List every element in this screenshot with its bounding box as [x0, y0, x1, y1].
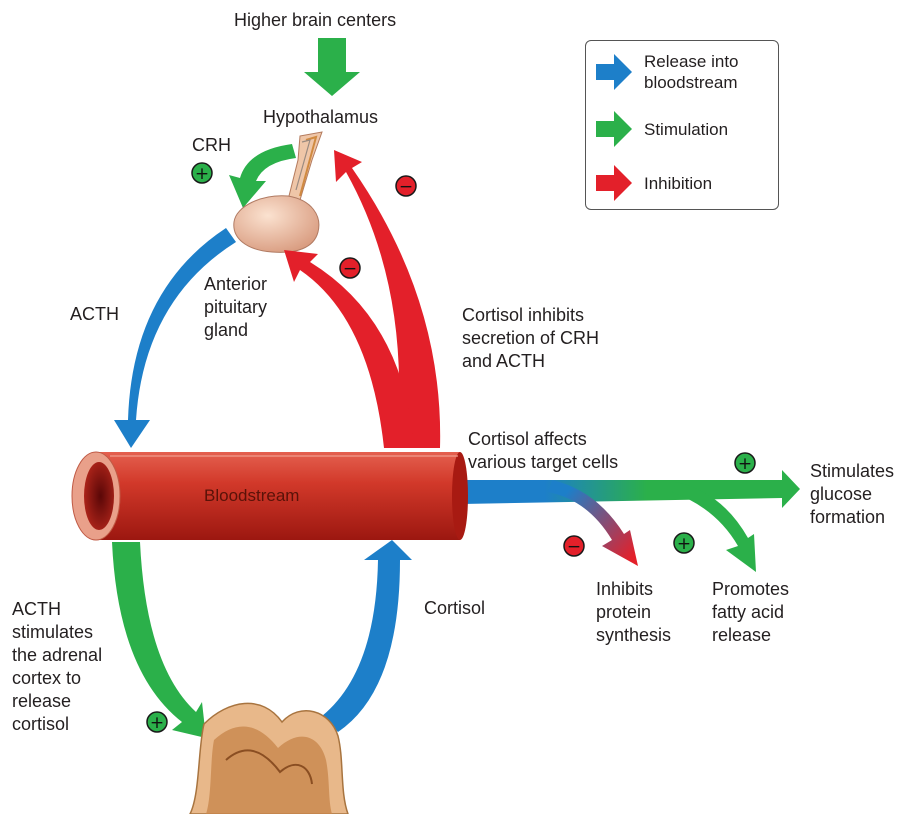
svg-text:+: +	[738, 454, 752, 474]
minus-sign-pituitary: −	[339, 257, 361, 279]
inhibits-protein-branch-arrow	[548, 480, 638, 566]
release-arrow-icon	[596, 54, 632, 90]
cortisol-label: Cortisol	[424, 598, 486, 618]
promotes-fatty-branch-arrow	[672, 482, 756, 572]
minus-sign-hypothalamus: −	[395, 175, 417, 197]
legend-label-stimulation: Stimulation	[644, 119, 729, 139]
svg-text:−: −	[399, 177, 413, 197]
bloodstream-vessel	[71, 451, 468, 541]
plus-sign-crh: +	[191, 162, 213, 184]
svg-text:−: −	[343, 259, 357, 279]
cortisol-inhibits-acth-arrow	[284, 250, 414, 448]
higher-brain-stimulation-arrow	[304, 38, 360, 96]
svg-text:+: +	[677, 534, 691, 554]
hypothalamus-label: Hypothalamus	[263, 107, 379, 127]
acth-release-arrow	[114, 228, 236, 448]
acth-label: ACTH	[70, 304, 119, 324]
plus-sign-adrenal: +	[146, 711, 168, 733]
cortisol-inhibits-label: Cortisol inhibits secretion of CRH and A…	[462, 305, 600, 371]
stimulation-arrow-icon	[596, 111, 632, 147]
cortisol-release-arrow	[322, 540, 412, 732]
cortisol-affects-label: Cortisol affects various target cells	[468, 429, 619, 472]
legend-item-stimulation: Stimulation	[594, 109, 728, 149]
legend-item-inhibition: Inhibition	[594, 163, 712, 203]
cortisol-inhibits-crh-arrow	[334, 150, 441, 448]
plus-sign-glucose: +	[734, 452, 756, 474]
higher-brain-centers-label: Higher brain centers	[234, 10, 397, 30]
adrenal-cortex	[188, 702, 350, 815]
crh-arrow	[229, 144, 296, 208]
anterior-pituitary-label: Anterior pituitary gland	[204, 274, 268, 340]
svg-text:−: −	[567, 537, 581, 557]
plus-sign-fatty-acid: +	[673, 532, 695, 554]
acth-stimulates-adrenal-arrow	[112, 542, 206, 738]
crh-label: CRH	[192, 135, 231, 155]
svg-text:+: +	[195, 164, 209, 184]
minus-sign-protein: −	[563, 535, 585, 557]
anterior-pituitary-gland	[233, 195, 320, 253]
acth-stimulates-label: ACTH stimulates the adrenal cortex to re…	[12, 599, 103, 734]
inhibits-protein-label: Inhibits protein synthesis	[596, 579, 672, 645]
hypothalamus-stalk	[287, 131, 323, 201]
legend-label-release: Release into bloodstream	[644, 52, 739, 92]
inhibition-arrow-icon	[596, 165, 632, 201]
stimulates-glucose-label: Stimulates glucose formation	[810, 461, 895, 527]
legend-label-inhibition: Inhibition	[644, 173, 713, 193]
bloodstream-label: Bloodstream	[204, 486, 300, 505]
promotes-fatty-label: Promotes fatty acid release	[712, 579, 790, 645]
legend: Release into bloodstream Stimulation Inh…	[585, 40, 779, 210]
cortisol-effect-main-arrow	[462, 470, 800, 508]
legend-item-release: Release into bloodstream	[594, 51, 739, 93]
svg-text:+: +	[150, 713, 164, 733]
